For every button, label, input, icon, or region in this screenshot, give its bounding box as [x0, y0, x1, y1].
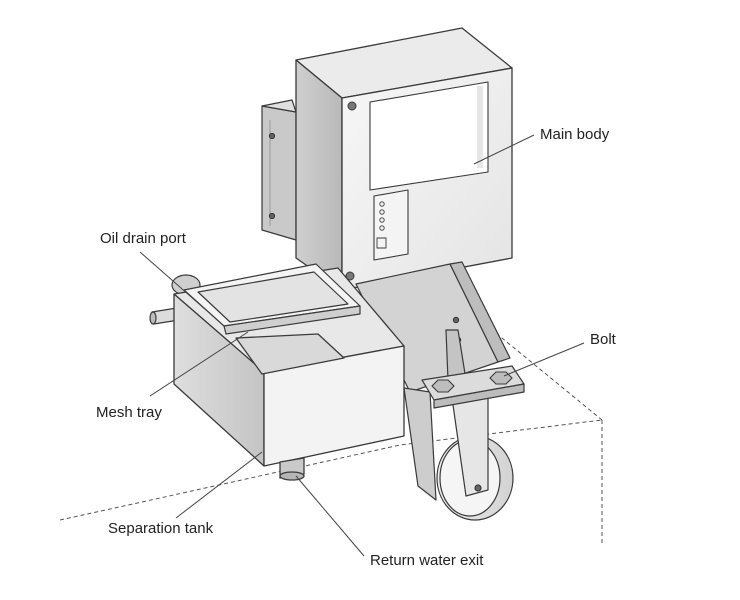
main-body — [295, 27, 513, 291]
label-oil-drain-port: Oil drain port — [100, 230, 186, 247]
label-mesh-tray: Mesh tray — [96, 404, 162, 421]
label-return-water-exit: Return water exit — [370, 552, 484, 569]
label-separation-tank: Separation tank — [108, 520, 214, 537]
mesh-tray — [183, 263, 361, 335]
mounting-bracket — [261, 99, 297, 241]
label-bolt: Bolt — [590, 331, 616, 348]
leader-lines — [139, 134, 585, 557]
belt-pulley — [403, 365, 525, 521]
label-main-body: Main body — [540, 126, 610, 143]
